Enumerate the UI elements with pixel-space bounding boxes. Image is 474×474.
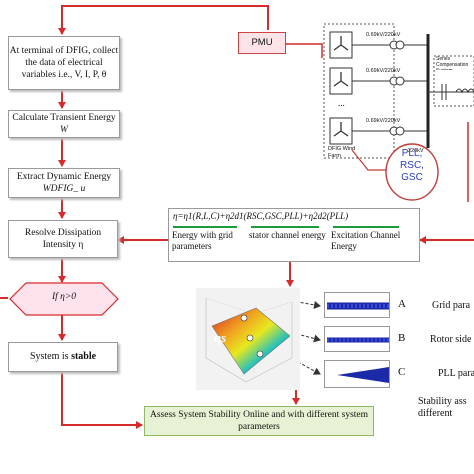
signal-c-trace bbox=[327, 367, 389, 383]
term1-label: Energy with grid parameters bbox=[172, 230, 233, 251]
transformer-label-3: 0.69kV/220kV bbox=[366, 118, 401, 124]
dynamic-energy-title: Extract Dynamic Energy bbox=[16, 172, 112, 182]
wind-farm-label: DFIG Wind Farm bbox=[328, 146, 356, 159]
dissipation-subtitle: Intensity η bbox=[42, 240, 84, 250]
term3-label: Excitation Channel Energy bbox=[331, 230, 401, 251]
controller-pll: PLL, bbox=[401, 148, 423, 159]
term3-underline bbox=[333, 226, 399, 228]
dynamic-energy-box: Extract Dynamic Energy WDFIG_ u bbox=[8, 168, 120, 198]
assess-text: Assess System Stability Online and with … bbox=[149, 410, 369, 432]
eta-label: ηs bbox=[214, 330, 227, 345]
case-a-label: A bbox=[398, 298, 406, 310]
right-label-rotor: Rotor side bbox=[430, 334, 472, 345]
right-label-stability: Stability ass different bbox=[418, 396, 467, 419]
dissipation-box: Resolve Dissipation Intensity η bbox=[8, 220, 118, 258]
term2-underline bbox=[251, 226, 319, 228]
case-c-label: C bbox=[398, 366, 406, 378]
equation-formula: η=η1(R,L,C)+η2d1(RSC,GSC,PLL)+η2d2(PLL) bbox=[173, 211, 349, 221]
term2-label: stator channel energy bbox=[249, 230, 326, 240]
transformer-label-1: 0.69kV/220kV bbox=[366, 32, 401, 38]
system-diagram-graphic bbox=[323, 23, 474, 202]
stable-bold: stable bbox=[71, 351, 97, 362]
decision-diamond bbox=[9, 282, 119, 316]
controller-labels: PLL, RSC, GSC bbox=[388, 148, 436, 184]
right-label-grid: Grid para bbox=[432, 300, 471, 311]
transient-energy-title: Calculate Transient Energy bbox=[12, 113, 116, 123]
signal-a-trace bbox=[327, 302, 389, 310]
controller-rsc: RSC, bbox=[400, 160, 424, 171]
surface-plot-graphic bbox=[205, 297, 293, 383]
series-comp-label: Series Compensation System bbox=[436, 56, 469, 70]
equation-box: η=η1(R,L,C)+η2d1(RSC,GSC,PLL)+η2d2(PLL) … bbox=[168, 208, 420, 262]
signal-b-trace bbox=[327, 337, 389, 343]
pmu-box: PMU bbox=[238, 32, 286, 54]
decision-text: If η>0 bbox=[51, 292, 77, 302]
transient-energy-box: Calculate Transient Energy W bbox=[8, 110, 120, 138]
collect-data-box: At terminal of DFIG, collect the data of… bbox=[8, 36, 120, 90]
dissipation-title: Resolve Dissipation bbox=[24, 228, 102, 238]
turbine-3 bbox=[329, 117, 353, 145]
stable-box: System is stable bbox=[8, 342, 118, 372]
signal-a-panel bbox=[324, 292, 390, 318]
stable-prefix: System is bbox=[29, 351, 72, 362]
turbine-2 bbox=[329, 67, 353, 95]
pmu-label: PMU bbox=[251, 37, 273, 48]
right-label-pll: PLL param bbox=[438, 368, 474, 379]
transformer-label-2: 0.69kV/220kV bbox=[366, 68, 401, 74]
signal-b-panel bbox=[324, 326, 390, 352]
signal-c-panel bbox=[324, 360, 390, 388]
controller-gsc: GSC bbox=[401, 172, 423, 183]
case-b-label: B bbox=[398, 332, 406, 344]
term1-underline bbox=[173, 226, 237, 228]
assess-box: Assess System Stability Online and with … bbox=[144, 406, 374, 436]
surface-plot: ηs bbox=[196, 288, 300, 390]
system-diagram: 0.69kV/220kV 0.69kV/220kV 0.69kV/220kV .… bbox=[322, 22, 474, 202]
bus-label: 220kV bbox=[408, 148, 424, 154]
collect-data-text: At terminal of DFIG, collect the data of… bbox=[9, 46, 119, 80]
turbine-1 bbox=[329, 31, 353, 59]
dynamic-energy-symbol: WDFIG_ u bbox=[42, 184, 86, 194]
transient-energy-symbol: W bbox=[60, 125, 68, 135]
ellipsis-label: ... bbox=[338, 98, 345, 108]
